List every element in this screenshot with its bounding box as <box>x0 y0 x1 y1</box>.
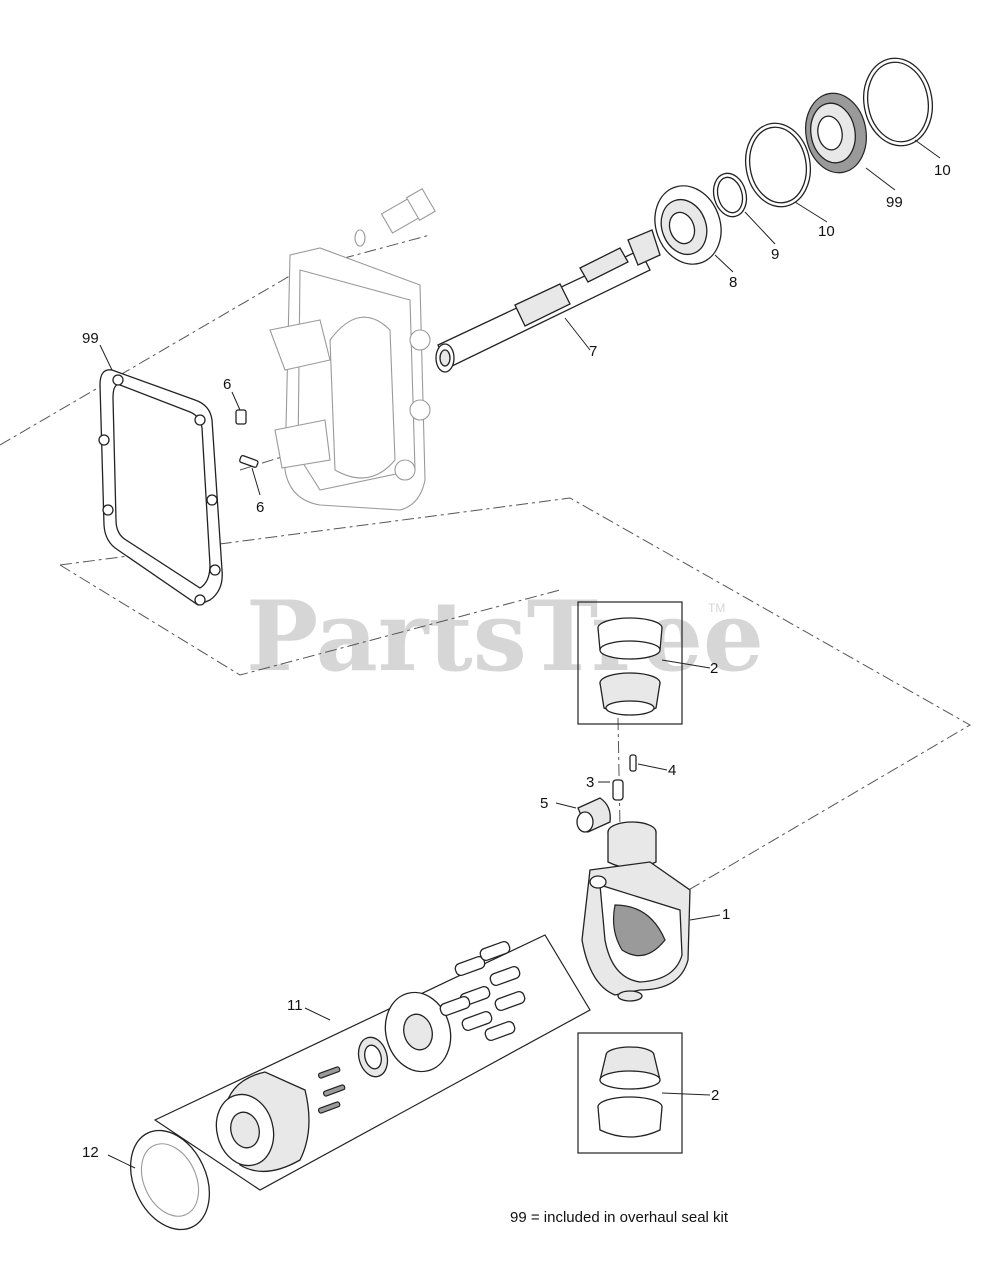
swashplate-housing-part <box>581 821 691 1002</box>
watermark-trademark: TM <box>708 601 725 615</box>
pin-part-3 <box>612 779 624 801</box>
callout-2-lower: 2 <box>711 1087 719 1104</box>
ball-bearing-part <box>654 185 722 265</box>
slider-block-part <box>576 797 611 833</box>
tapered-bearing-upper-part <box>597 617 663 716</box>
housing-ghost <box>269 247 431 511</box>
callout-6-upper: 6 <box>223 376 231 393</box>
retaining-ring-middle-part <box>745 122 811 208</box>
callout-11: 11 <box>287 997 303 1014</box>
callout-8: 8 <box>729 274 737 291</box>
input-shaft-part <box>435 229 661 373</box>
retaining-ring-outer-part <box>863 57 933 147</box>
callout-3: 3 <box>586 774 594 791</box>
gasket-part <box>98 369 223 606</box>
callout-7: 7 <box>589 343 597 360</box>
watermark-brand: PartsTree <box>246 580 764 693</box>
retaining-ring-small-part <box>712 172 748 218</box>
bearing-box-lower <box>577 1032 683 1154</box>
shaft-seal-part <box>805 92 867 174</box>
pistons-part <box>439 940 526 1042</box>
relief-valve-ghost <box>354 187 436 247</box>
callout-4: 4 <box>668 762 676 779</box>
valve-plate-part <box>130 1129 210 1231</box>
callout-12: 12 <box>82 1144 99 1161</box>
callout-10-outer: 10 <box>934 162 951 179</box>
callout-leader-lines <box>99 139 941 1169</box>
callout-99-gasket: 99 <box>82 330 99 347</box>
pin-part-4 <box>629 754 637 772</box>
callout-99-seal: 99 <box>886 194 903 211</box>
callout-6-lower: 6 <box>256 499 264 516</box>
callout-10-middle: 10 <box>818 223 835 240</box>
rotating-kit-part <box>215 991 452 1173</box>
dowel-pins-part <box>235 409 259 468</box>
callout-9: 9 <box>771 246 779 263</box>
callout-2-upper: 2 <box>710 660 718 677</box>
tapered-bearing-lower-part <box>597 1046 663 1138</box>
callout-5: 5 <box>540 795 548 812</box>
seal-kit-note: 99 = included in overhaul seal kit <box>510 1209 729 1226</box>
callout-1: 1 <box>722 906 730 923</box>
